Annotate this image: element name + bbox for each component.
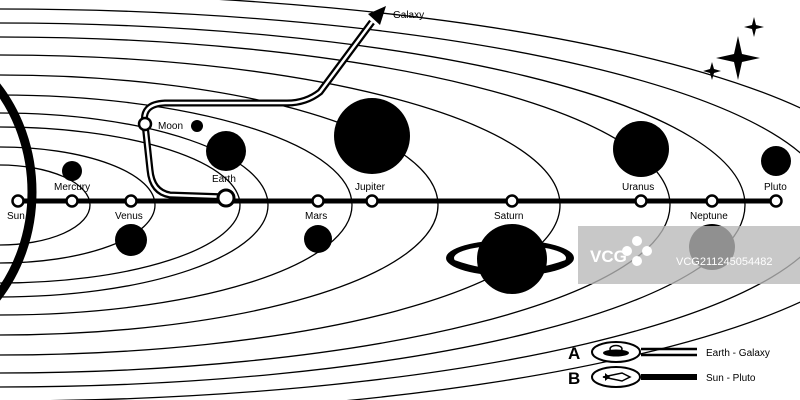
label-mars: Mars xyxy=(305,211,327,222)
earth-galaxy-line-inner xyxy=(143,21,374,199)
label-mercury: Mercury xyxy=(54,182,90,193)
label-sun: Sun xyxy=(7,211,25,222)
label-galaxy: Galaxy xyxy=(393,10,424,21)
legend-b-letter: B xyxy=(568,369,580,388)
planet-jupiter xyxy=(334,98,410,174)
rocket-icon xyxy=(602,372,632,382)
planet-earth xyxy=(206,131,246,171)
orbit-venus xyxy=(0,146,156,264)
station-mercury xyxy=(65,194,79,208)
station-venus xyxy=(124,194,138,208)
planet-mars xyxy=(304,225,332,253)
label-neptune: Neptune xyxy=(690,211,728,222)
station-jupiter xyxy=(365,194,379,208)
watermark-logo: VCG xyxy=(590,247,627,266)
label-moon: Moon xyxy=(158,121,183,132)
watermark-code: VCG211245054482 xyxy=(676,256,772,268)
legend-b-text: Sun - Pluto xyxy=(706,373,756,384)
legend-b-badge xyxy=(591,366,641,388)
station-moon xyxy=(137,116,153,132)
legend-a-letter: A xyxy=(568,344,580,363)
orbit-uranus xyxy=(0,36,671,374)
orbit-mars xyxy=(0,94,353,316)
sparkle-star-small xyxy=(744,17,764,37)
orbit-earth-outer xyxy=(0,112,269,298)
station-earth xyxy=(216,188,236,208)
flower-icon xyxy=(622,236,652,266)
station-mars xyxy=(311,194,325,208)
label-uranus: Uranus xyxy=(622,182,654,193)
label-earth: Earth xyxy=(212,174,236,185)
planet-uranus xyxy=(613,121,669,177)
sparkle-star-icon xyxy=(703,17,764,80)
orbit-neptune xyxy=(0,22,746,388)
orbit-jupiter xyxy=(0,74,439,336)
stations xyxy=(11,116,783,208)
sparkle-star-tiny xyxy=(703,62,721,80)
sparkle-star-large xyxy=(716,36,760,80)
planet-moon xyxy=(191,120,203,132)
label-jupiter: Jupiter xyxy=(355,182,386,193)
label-venus: Venus xyxy=(115,211,143,222)
legend: A Earth - Galaxy B Sun - Pluto xyxy=(568,341,770,388)
planet-venus xyxy=(115,224,147,256)
station-sun xyxy=(11,194,25,208)
station-saturn xyxy=(505,194,519,208)
watermark: VCG VCG211245054482 xyxy=(578,226,800,284)
label-pluto: Pluto xyxy=(764,182,787,193)
sun-limb xyxy=(0,83,37,301)
planet-saturn xyxy=(477,224,547,294)
galaxy-arrowhead xyxy=(368,6,386,25)
orbit-mercury xyxy=(0,164,91,246)
label-saturn: Saturn xyxy=(494,211,523,222)
legend-a-text: Earth - Galaxy xyxy=(706,348,770,359)
station-pluto xyxy=(769,194,783,208)
orbit-pluto xyxy=(0,8,800,400)
station-uranus xyxy=(634,194,648,208)
earth-galaxy-line-outer xyxy=(140,19,375,201)
planet-mercury xyxy=(62,161,82,181)
watermark-panel xyxy=(578,226,800,284)
orbit-earth xyxy=(0,126,241,284)
orbit-saturn xyxy=(0,54,561,356)
station-neptune xyxy=(705,194,719,208)
planet-pluto xyxy=(761,146,791,176)
flying-saucer-icon xyxy=(603,344,629,357)
saturn-ring-front xyxy=(453,260,567,274)
